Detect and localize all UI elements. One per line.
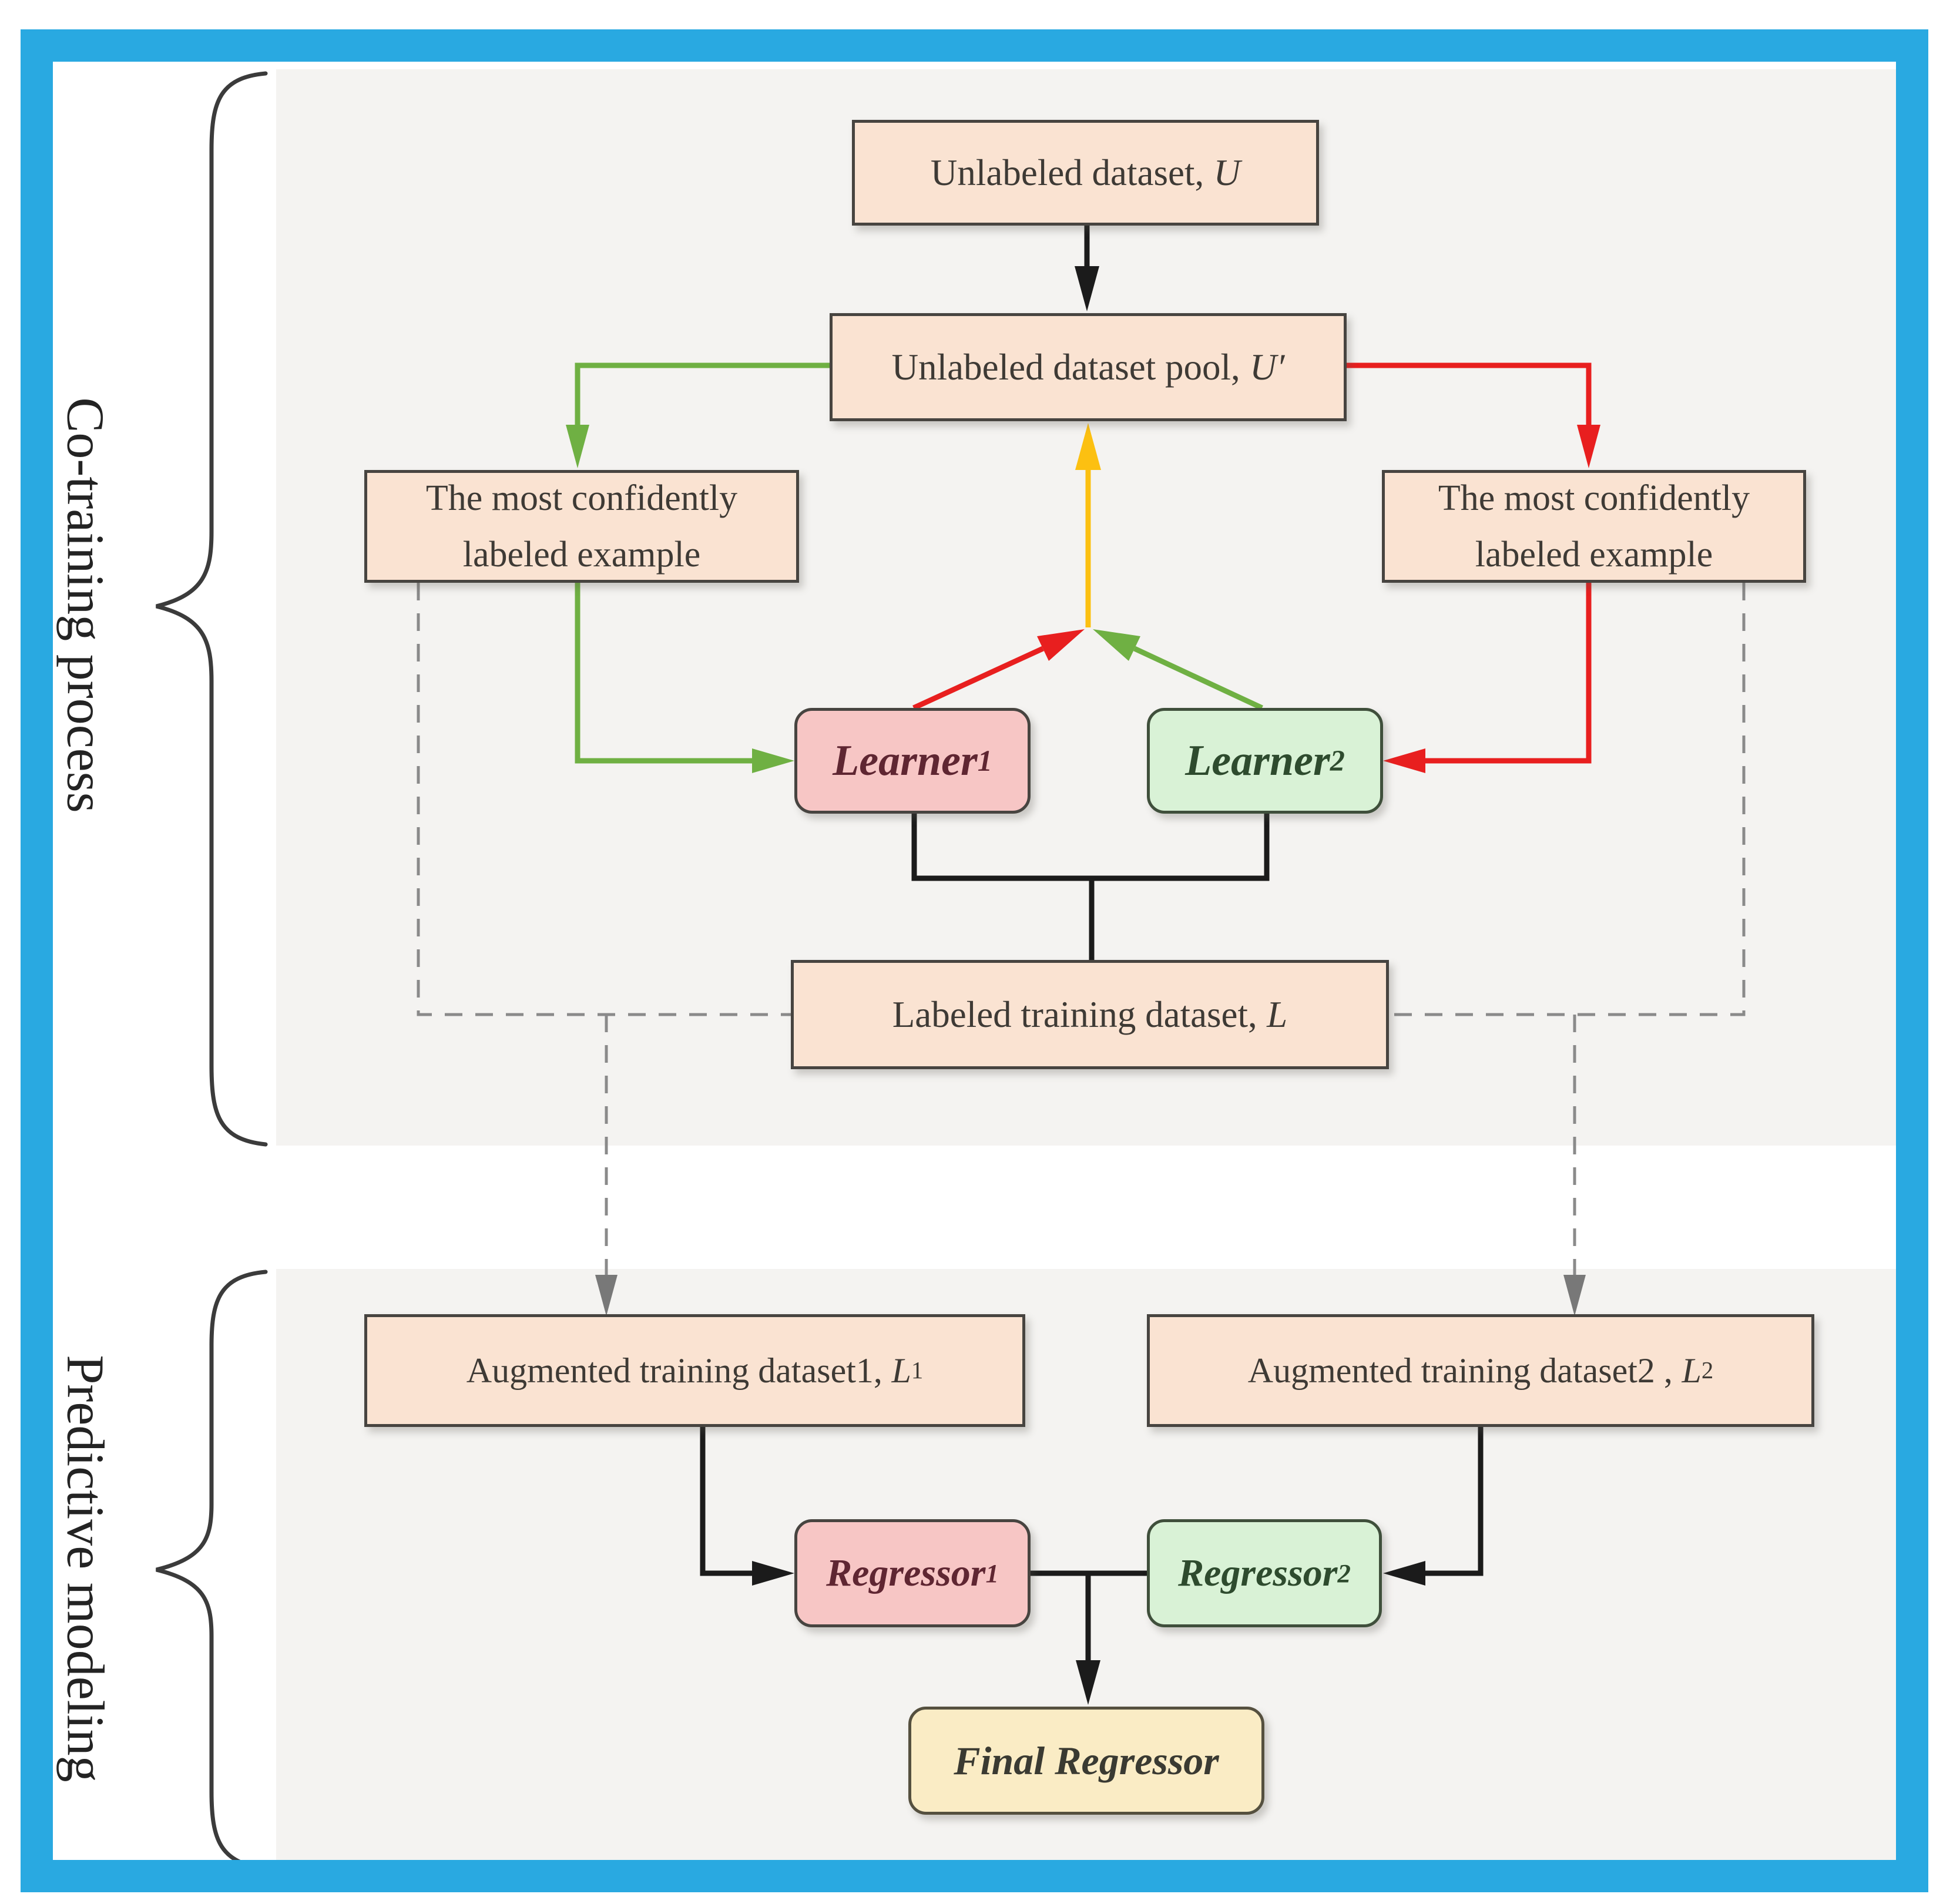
confident-right-line2: labeled example [1475, 535, 1713, 575]
unlabeled-pool-label: Unlabeled dataset pool, [891, 346, 1240, 388]
unlabeled-pool-box: Unlabeled dataset pool,U′ [830, 313, 1347, 421]
green-arrows [566, 362, 1263, 773]
final-regressor-label: Final Regressor [954, 1738, 1219, 1783]
augmented2-label: Augmented training dataset2 , [1247, 1351, 1673, 1390]
dashed-arrowhead-into-augmented1 [595, 1275, 618, 1316]
unlabeled-dataset-label: Unlabeled dataset, [930, 152, 1204, 193]
labeled-dataset-var: L [1267, 993, 1288, 1035]
labeled-dataset-label: Labeled training dataset, [892, 993, 1257, 1035]
green-arrowhead-into-learner1 [752, 748, 794, 773]
unlabeled-dataset-var: U [1213, 152, 1241, 193]
arrow-augmented2-to-regressor2 [1423, 1424, 1484, 1576]
learner1-label: Learner [833, 736, 978, 785]
arrowhead-into-confident-right [1577, 425, 1600, 468]
confident-right-text: The most confidently labeled example [1438, 470, 1750, 583]
arrow-augmented1-to-regressor1 [700, 1424, 754, 1576]
dashed-connectors [417, 583, 1746, 1316]
augmented1-label: Augmented training dataset1, [466, 1351, 882, 1390]
arrow-learner1-to-pool [912, 646, 1044, 711]
predictive-section-label: Predictive modeling [56, 1355, 115, 1782]
dashed-confident-left-to-labeled [417, 583, 791, 1016]
arrow-confident-left-to-learner1 [575, 583, 754, 764]
arrowhead-into-confident-left [566, 425, 589, 468]
augmented2-var: L [1682, 1351, 1702, 1390]
final-regressor-box: Final Regressor [908, 1707, 1264, 1815]
yellow-arrow [1075, 423, 1101, 627]
confident-left-line1: The most confidently [425, 478, 738, 518]
red-arrowhead-to-pool-junction [1037, 629, 1085, 661]
red-arrows [912, 362, 1600, 773]
regressor2-label: Regressor [1178, 1552, 1338, 1594]
arrowhead-into-regressor2 [1383, 1561, 1425, 1586]
co-training-section-label: Co-training process [56, 397, 115, 813]
confident-left-line2: labeled example [462, 535, 701, 575]
confident-example-left-box: The most confidently labeled example [364, 470, 799, 583]
dashed-confident-right-to-labeled [1389, 583, 1746, 1016]
learner2-label: Learner [1185, 736, 1330, 785]
red-arrowhead-into-learner2 [1383, 748, 1425, 773]
confident-left-text: The most confidently labeled example [426, 470, 737, 583]
arrow-pool-to-confident-left [575, 362, 830, 427]
arrowhead-unlabeled-to-pool [1075, 266, 1099, 311]
regressor1-label: Regressor [826, 1552, 986, 1594]
co-training-brace [156, 71, 268, 1147]
yellow-arrowhead-into-pool [1075, 423, 1101, 470]
arrowhead-into-regressor1 [752, 1561, 794, 1586]
dashed-arrowhead-into-augmented2 [1563, 1275, 1586, 1316]
confident-example-right-box: The most confidently labeled example [1382, 470, 1806, 583]
arrow-learner2-to-pool [1133, 646, 1263, 711]
unlabeled-pool-var: U′ [1250, 346, 1285, 388]
arrowhead-into-final-regressor [1076, 1660, 1100, 1705]
arrow-confident-right-to-learner2 [1424, 583, 1592, 764]
confident-right-line1: The most confidently [1438, 478, 1750, 518]
arrow-pool-to-confident-right [1347, 362, 1592, 427]
labeled-dataset-box: Labeled training dataset,L [791, 960, 1389, 1069]
unlabeled-dataset-box: Unlabeled dataset,U [852, 120, 1319, 226]
green-arrowhead-to-pool-junction [1093, 629, 1140, 661]
augmented1-var: L [891, 1351, 911, 1390]
predictive-brace [156, 1270, 268, 1871]
